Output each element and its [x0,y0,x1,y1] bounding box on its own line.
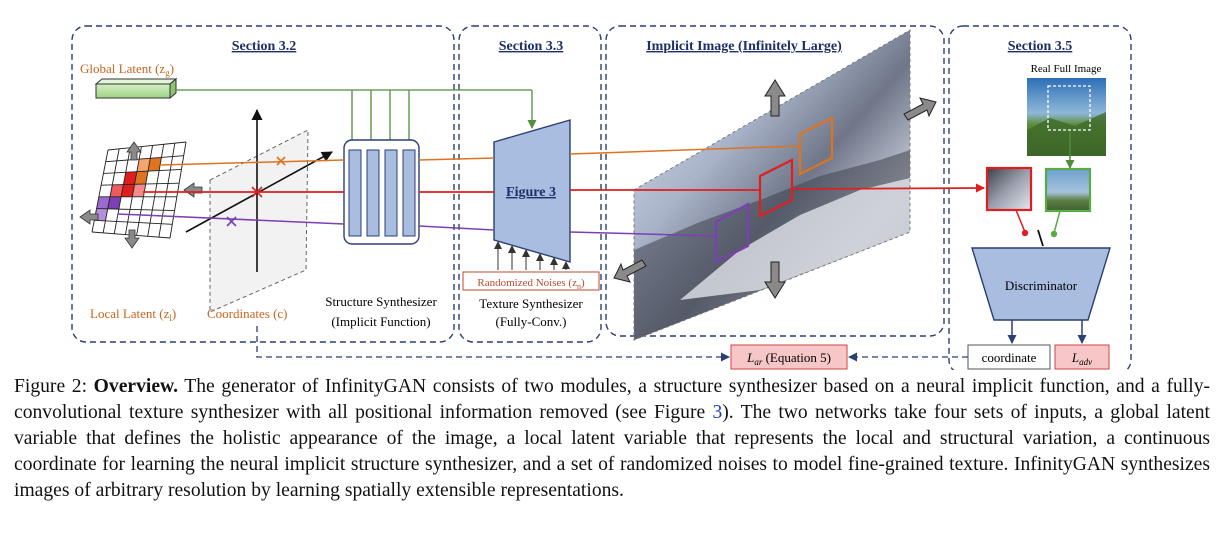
local-latent-grid [91,141,187,239]
fake-crop [985,166,1033,212]
global-latent-label: Global Latent (zg) [80,61,174,78]
purple-crop [714,202,750,264]
purple-flow-line [117,213,717,237]
noises-box [462,271,600,291]
grid-cell [107,196,122,210]
grid-line [136,145,154,236]
section-3-5-box [948,25,1132,370]
grid-line [102,148,120,233]
grid-cell [134,171,148,185]
coordinate-markers [226,156,286,227]
grid-cell [132,184,146,197]
caption-figure-ref[interactable]: 3 [712,402,723,423]
grid-line [124,146,142,235]
grid-line [107,141,187,151]
section-3-3-box [458,25,602,343]
coordinate-output-label: coordinate [982,350,1037,365]
orange-crop [798,116,834,176]
grid-cell [148,157,162,172]
section-3-3-title: Section 3.3 [499,39,564,54]
figure-3-label: Figure 3 [506,185,556,200]
real-full-image [1027,78,1106,156]
grid-line [169,141,187,239]
discriminator-label: Discriminator [1005,278,1078,293]
l-adv-label: Ladv [1071,350,1092,367]
grid-line [147,144,165,237]
section-3-2-title: Section 3.2 [232,39,297,54]
texture-synthesizer-label: Texture Synthesizer [479,296,583,311]
grid-cell [123,171,137,185]
grid-line [105,155,184,163]
grid-cell [121,184,135,197]
structure-synthesizer-label: Structure Synthesizer [325,294,437,309]
discriminator [971,247,1111,321]
coordinate-output-box [967,344,1051,370]
l-ar-connections [256,326,968,362]
grid-line [158,143,176,238]
noises-label: Randomized Noises (zn) [477,277,585,291]
texture-synthesizer [493,119,571,263]
switch-connector [1015,209,1061,247]
grid-line [94,219,173,225]
coordinates-label: Coordinates (c) [207,306,288,321]
real-full-image-label: Real Full Image [1031,63,1102,75]
texture-synthesizer-sublabel: (Fully-Conv.) [495,314,566,329]
implicit-image-title: Implicit Image (Infinitely Large) [646,39,842,54]
grid-cell [136,158,151,172]
red-crop [758,158,794,218]
grid-line [103,168,182,174]
grid-line [101,182,180,186]
coordinate-plane [209,129,309,313]
local-latent-label: Local Latent (zl) [90,306,176,323]
l-ar-box [730,344,848,370]
grid-expand-arrows [79,141,203,249]
l-ar-label: Lar (Equation 5) [746,350,831,367]
grid-cell [110,184,124,197]
grid-cell [96,196,110,209]
structure-synthesizer-sublabel: (Implicit Function) [331,314,430,329]
real-crop [1044,167,1092,213]
caption-text-2: ). The two networks take four sets of in… [14,402,1210,501]
l-adv-box [1054,344,1110,370]
grid-line [113,147,131,234]
caption-title: Overview. [93,376,178,397]
figure-caption: Figure 2: Overview. The generator of Inf… [14,374,1210,504]
caption-label: Figure 2: [14,376,88,397]
global-latent-bar [94,77,178,100]
grid-line [96,208,175,212]
red-flow-line [143,183,985,193]
implicit-image-box [605,25,945,337]
overview-figure: Section 3.2 Section 3.3 Implicit Image (… [71,25,1132,370]
noise-arrows [494,241,570,270]
caption-text-1: The generator of InfinityGAN consists of… [14,376,1211,423]
section-3-2-box [71,25,455,343]
structure-synthesizer [343,139,420,245]
orange-flow-line [159,145,801,166]
discriminator-output-arrows [1007,320,1087,344]
section-3-5-title: Section 3.5 [1008,39,1073,54]
implicit-image [633,29,911,341]
panorama-expand-arrows [613,79,937,299]
